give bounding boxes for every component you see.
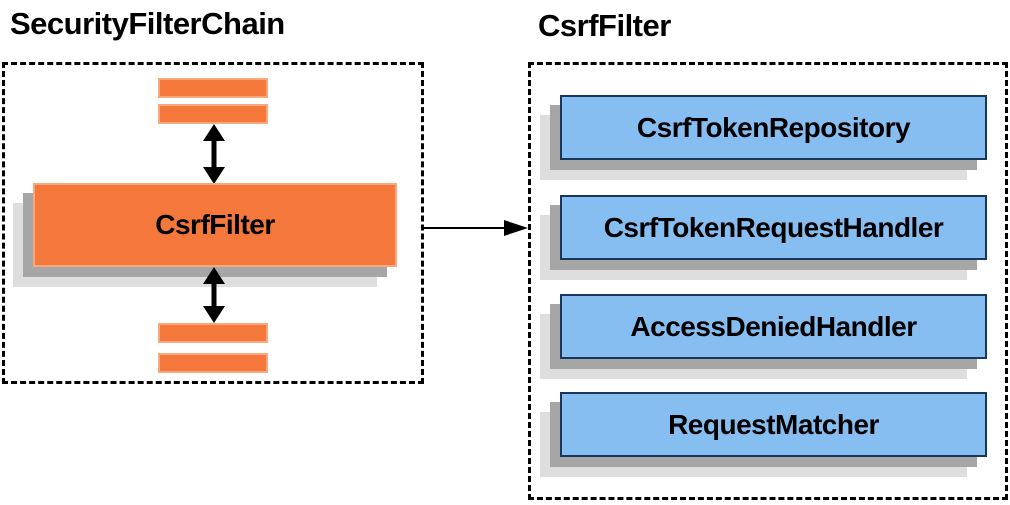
filter-placeholder-bar (158, 78, 268, 98)
csrf-filter-box-label: CsrfFilter (155, 209, 275, 240)
security-filter-chain-container (2, 62, 424, 384)
component-label: CsrfTokenRequestHandler (603, 211, 944, 243)
csrf-components-container (528, 62, 1008, 500)
security-filter-chain-title: SecurityFilterChain (10, 6, 285, 41)
component-label: RequestMatcher (668, 408, 879, 440)
filter-placeholder-bar (158, 104, 268, 124)
csrf-filter-title: CsrfFilter (538, 8, 671, 43)
component-box-request-matcher: RequestMatcher (560, 392, 987, 457)
bidirectional-arrow-icon (203, 267, 225, 323)
component-box-access-denied-handler: AccessDeniedHandler (560, 294, 987, 359)
filter-placeholder-bar (158, 323, 268, 343)
component-label: AccessDeniedHandler (630, 310, 917, 342)
component-box-csrf-token-request-handler: CsrfTokenRequestHandler (560, 195, 987, 260)
filter-placeholder-bar (158, 353, 268, 373)
csrf-filter-box: CsrfFilter (33, 183, 397, 267)
flow-arrow-icon (423, 220, 528, 236)
bidirectional-arrow-icon (203, 124, 225, 184)
component-box-csrf-token-repository: CsrfTokenRepository (560, 95, 987, 160)
component-label: CsrfTokenRepository (636, 111, 911, 143)
